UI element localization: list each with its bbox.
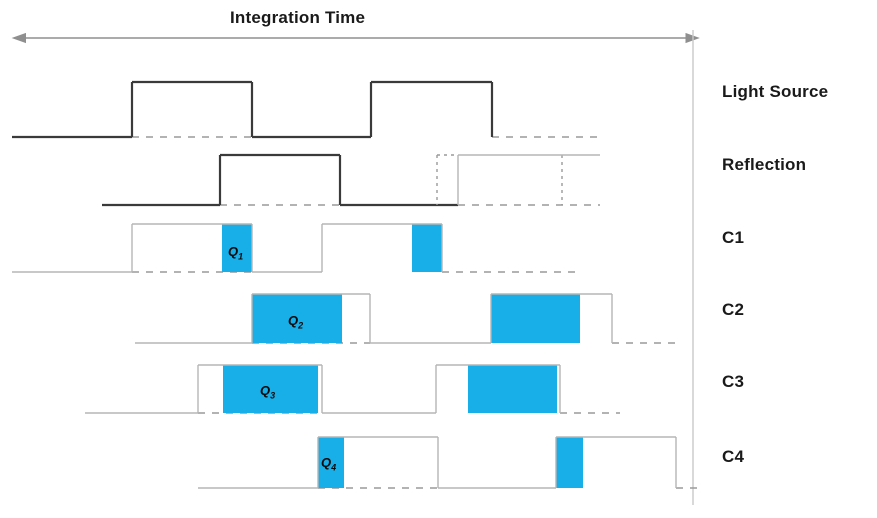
charge-fill-c4-0 <box>318 437 344 488</box>
row-label-light-source: Light Source <box>722 82 829 101</box>
charge-fill-c2-0 <box>252 294 342 343</box>
waveform-c3 <box>85 364 620 414</box>
waveform-layer <box>11 30 700 505</box>
charge-fill-c1-0 <box>222 224 252 272</box>
waveform-reflection <box>102 153 600 207</box>
charge-fill-c3-1 <box>468 365 557 413</box>
waveform-c4 <box>198 436 700 489</box>
row-label-c1: C1 <box>722 228 745 247</box>
row-label-c4: C4 <box>722 447 745 466</box>
charge-fill-c3-0 <box>223 365 318 413</box>
waveform-c2 <box>135 293 680 344</box>
charge-fill-c4-1 <box>556 437 583 488</box>
charge-fill-c2-1 <box>491 294 580 343</box>
charge-fill-c1-1 <box>412 224 442 272</box>
row-label-c2: C2 <box>722 300 745 319</box>
page-title: Integration Time <box>230 8 366 27</box>
waveform-light-source <box>12 80 600 139</box>
row-label-c3: C3 <box>722 372 745 391</box>
row-label-reflection: Reflection <box>722 155 807 174</box>
waveform-c1 <box>12 223 580 273</box>
